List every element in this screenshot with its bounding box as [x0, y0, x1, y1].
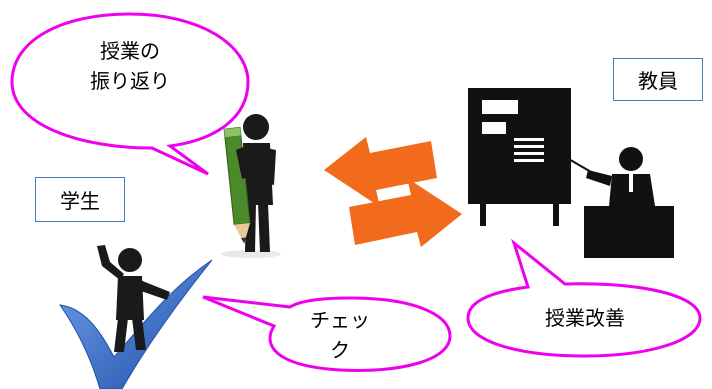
speech-bubble-check: [202, 295, 452, 372]
teacher-label-text: 教員: [638, 69, 678, 93]
student-pencil-figure: [221, 114, 281, 258]
improvement-text: 授業改善: [545, 306, 625, 330]
student-label-text: 学生: [60, 189, 100, 213]
student-checkmark-figure: [58, 245, 213, 389]
arrow-left: [324, 137, 437, 207]
arrow-right: [349, 178, 462, 247]
teacher-label: 教員: [613, 58, 703, 101]
check-text: チェッ ク: [310, 308, 370, 362]
student-label: 学生: [35, 177, 125, 222]
reflection-text: 授業の 振り返り: [90, 39, 170, 93]
speech-bubble-reflection: [10, 12, 250, 176]
teacher-board-figure: [468, 88, 674, 258]
speech-bubble-improvement: [466, 238, 702, 358]
